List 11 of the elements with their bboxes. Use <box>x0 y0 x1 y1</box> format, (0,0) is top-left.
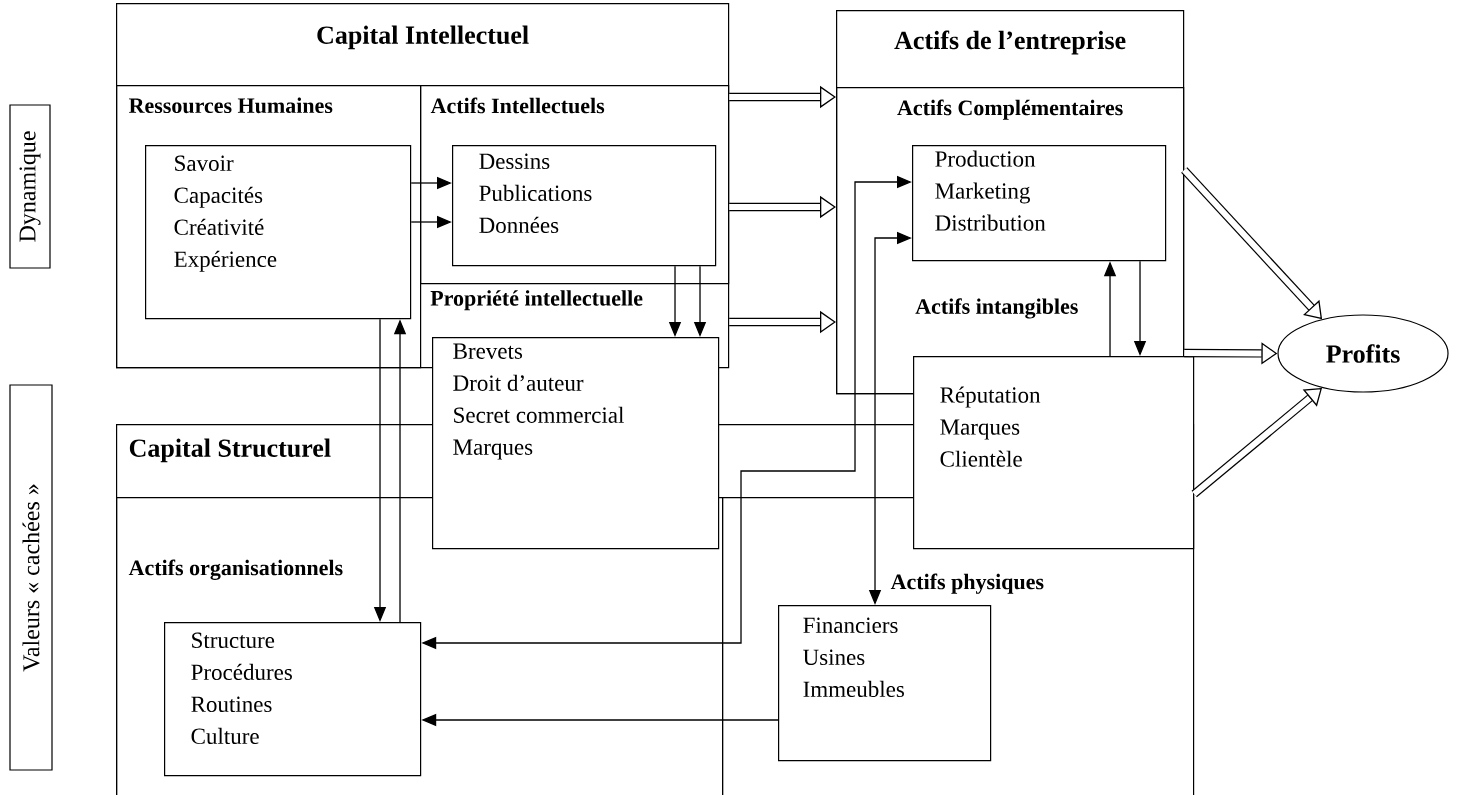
content-box: Réputation Marques Clientèle <box>913 356 1195 550</box>
content-box: Structure Procédures Routines Culture <box>164 622 422 777</box>
section-heading: Actifs intangibles <box>915 298 1078 319</box>
content-box: Production Marketing Distribution <box>912 145 1167 262</box>
side-label-box: Valeurs « cachées » <box>9 384 53 771</box>
content-box: Dessins Publications Données <box>452 145 717 267</box>
content-box: Savoir Capacités Créativité Expérience <box>145 145 412 320</box>
content-box: Financiers Usines Immeubles <box>778 605 992 762</box>
side-label-box: Dynamique <box>9 104 51 269</box>
section-heading: Propriété intellectuelle <box>430 290 643 311</box>
content-box: Brevets Droit d’auteur Secret commercial Marques <box>432 337 720 550</box>
